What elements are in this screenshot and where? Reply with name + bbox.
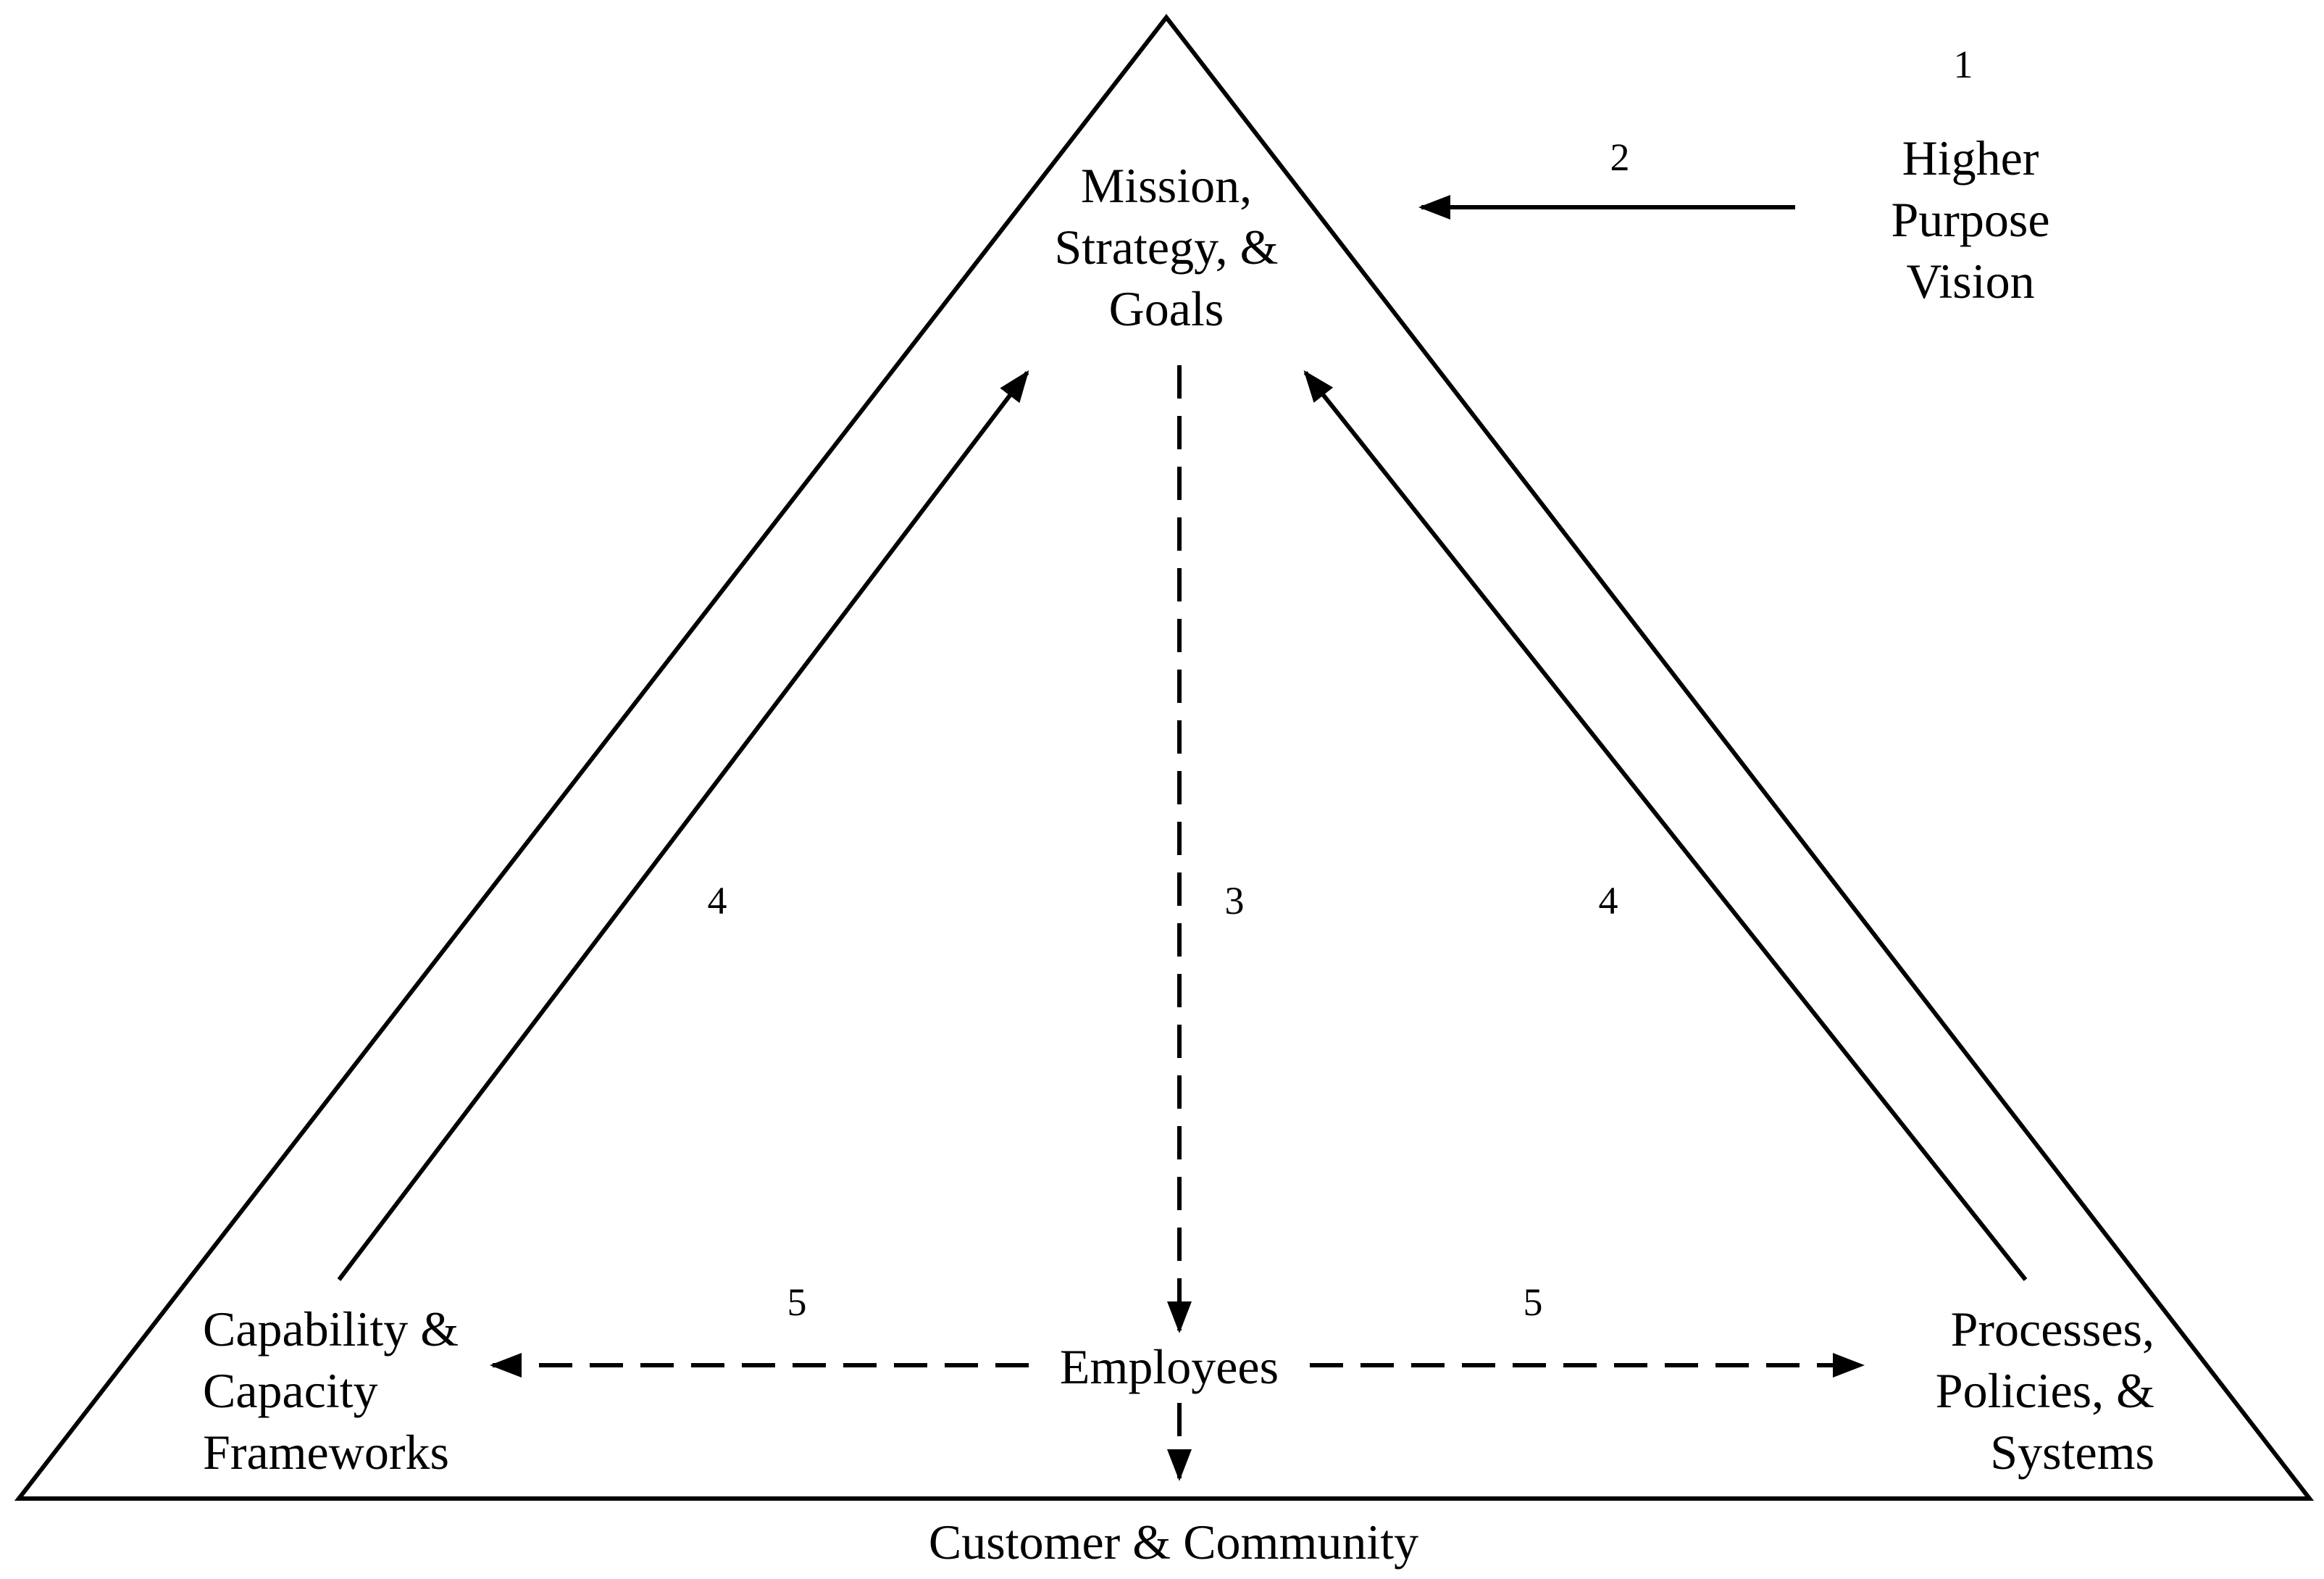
left-feedback-arrow xyxy=(337,370,1029,1281)
customer-community-label: Customer & Community xyxy=(928,1515,1419,1570)
capability-line-1: Capability & xyxy=(203,1301,459,1357)
mission-line-2: Strategy, & xyxy=(1054,220,1279,275)
step-number-2: 2 xyxy=(1610,136,1630,179)
step-number-1: 1 xyxy=(1953,43,1973,86)
higher-purpose-line-2: Purpose xyxy=(1891,192,2050,247)
step-number-5-right: 5 xyxy=(1523,1280,1543,1324)
processes-line-3: Systems xyxy=(1990,1425,2154,1480)
processes-node: Processes, Policies, & Systems xyxy=(1826,1304,2154,1477)
processes-line-1: Processes, xyxy=(1950,1301,2154,1357)
capability-node: Capability & Capacity Frameworks xyxy=(203,1304,536,1477)
higher-purpose-line-1: Higher xyxy=(1902,130,2039,186)
mission-line-1: Mission, xyxy=(1080,158,1253,213)
step-number-5-left: 5 xyxy=(787,1280,807,1324)
employees-node: Employees xyxy=(1029,1342,1310,1391)
capability-line-3: Frameworks xyxy=(203,1425,449,1480)
higher-purpose-line-3: Vision xyxy=(1906,254,2035,309)
right-feedback-arrow xyxy=(1303,370,2028,1281)
mission-line-3: Goals xyxy=(1108,281,1224,336)
step-number-4-right: 4 xyxy=(1598,879,1618,922)
mission-node: Mission, Strategy, & Goals xyxy=(1000,161,1333,333)
higher-purpose-node: Higher Purpose Vision xyxy=(1826,133,2115,306)
step-number-3: 3 xyxy=(1224,879,1245,922)
processes-line-2: Policies, & xyxy=(1935,1363,2154,1418)
step-number-4-left: 4 xyxy=(707,879,727,922)
outer-triangle xyxy=(14,14,2315,1501)
capability-line-2: Capacity xyxy=(203,1363,378,1418)
